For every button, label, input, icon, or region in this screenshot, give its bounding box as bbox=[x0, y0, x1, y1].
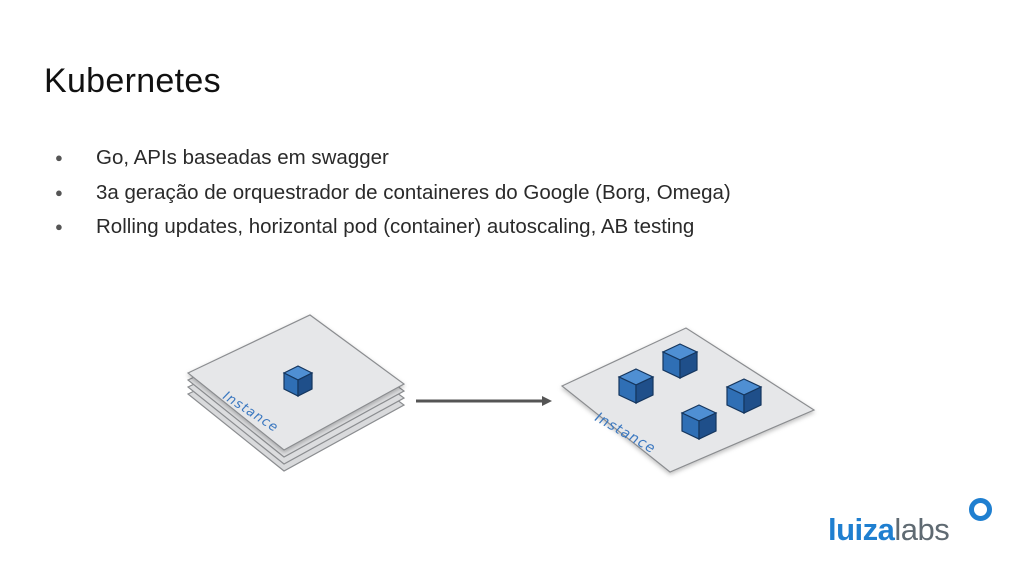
container-cube-icon bbox=[617, 368, 655, 404]
container-cube-icon bbox=[661, 343, 699, 379]
logo-ring-icon bbox=[969, 498, 992, 521]
container-cube-icon bbox=[282, 365, 314, 397]
bullet-dot: ● bbox=[55, 184, 63, 200]
bullet-item: ● Go, APIs baseadas em swagger bbox=[52, 141, 731, 176]
bullet-list: ● Go, APIs baseadas em swagger ● 3a gera… bbox=[52, 141, 731, 245]
right-instance: Instance bbox=[560, 327, 816, 473]
logo-bold-text: luiza bbox=[828, 512, 895, 547]
luizalabs-logo: luizalabs bbox=[828, 496, 998, 556]
bullet-item: ● 3a geração de orquestrador de containe… bbox=[52, 176, 731, 211]
bullet-item: ● Rolling updates, horizontal pod (conta… bbox=[52, 210, 731, 245]
container-cube-icon bbox=[680, 404, 718, 440]
slide-title: Kubernetes bbox=[44, 62, 221, 100]
bullet-dot: ● bbox=[55, 219, 63, 234]
scaling-diagram: Instance Instance bbox=[186, 314, 816, 473]
left-instance-stack: Instance bbox=[186, 314, 406, 472]
bullet-text: Rolling updates, horizontal pod (contain… bbox=[96, 215, 695, 238]
bullet-dot: ● bbox=[55, 150, 63, 165]
logo-text: luizalabs bbox=[828, 512, 950, 548]
container-cube-icon bbox=[725, 378, 763, 414]
bullet-text: 3a geração de orquestrador de containere… bbox=[96, 180, 731, 204]
bullet-text: Go, APIs baseadas em swagger bbox=[96, 146, 389, 169]
platform-top bbox=[560, 327, 816, 473]
logo-light-text: labs bbox=[894, 512, 950, 547]
